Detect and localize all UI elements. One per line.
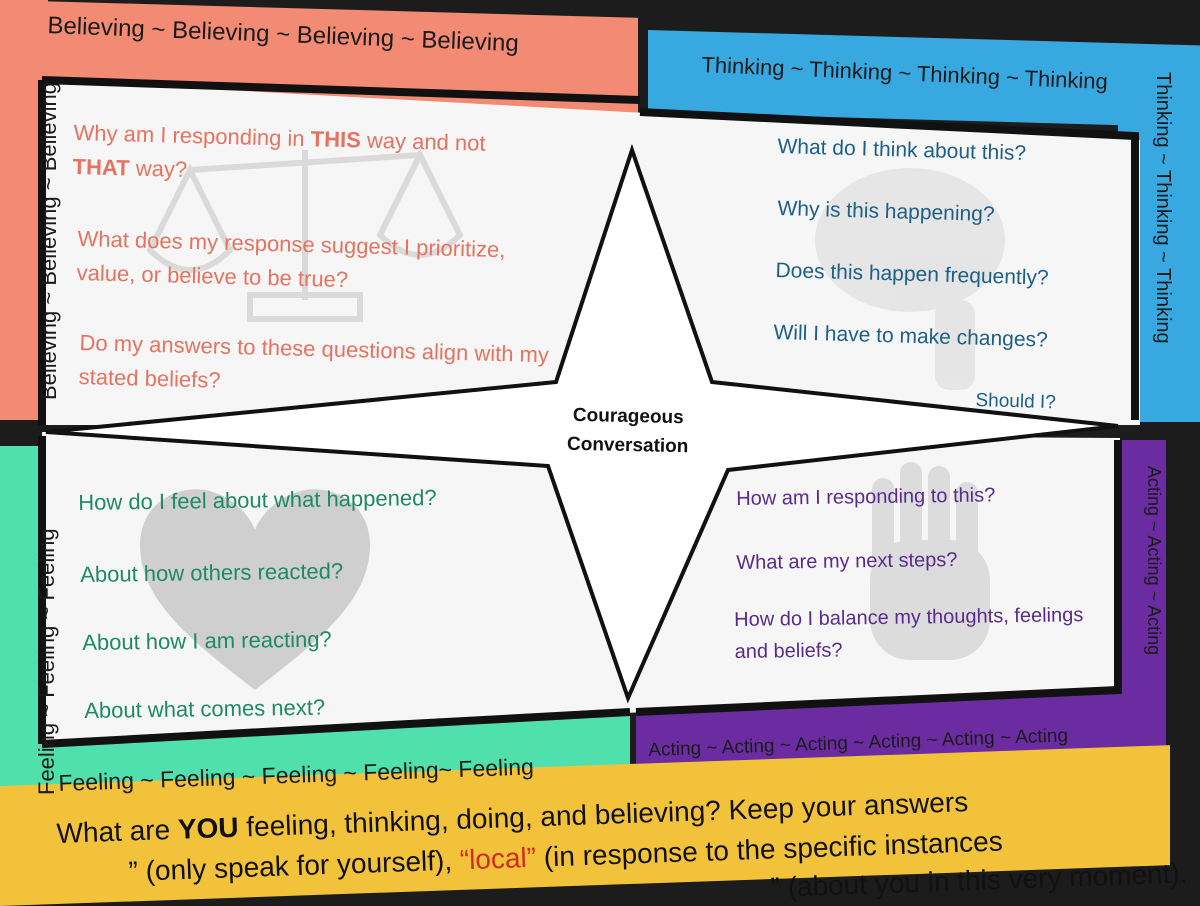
believing-band-side-label: Believing ~ Believing ~ Believing xyxy=(36,82,61,400)
feeling-question-4: About what comes next? xyxy=(84,694,326,723)
heart-icon xyxy=(140,489,370,690)
believing-q1-part-c: way and not xyxy=(360,127,486,156)
feeling-band-side-label: Feeling ~ Feeling ~ Feeling xyxy=(34,528,59,795)
believing-question-1: Why am I responding in THIS way and not … xyxy=(72,116,594,198)
four-point-star-shape xyxy=(45,143,1119,704)
top-panel-background xyxy=(42,80,1140,425)
thinking-band-side-label: Thinking ~ Thinking ~ Thinking xyxy=(1152,72,1174,344)
center-label: Courageous Conversation xyxy=(547,400,708,461)
frame-lines xyxy=(38,76,1139,748)
believing-q1-this: THIS xyxy=(310,126,362,153)
feeling-question-1: How do I feel about what happened? xyxy=(78,484,437,515)
center-label-line-1: Courageous xyxy=(572,404,684,429)
thinking-question-5: Should I? xyxy=(975,389,1057,414)
scales-icon xyxy=(146,148,464,322)
feeling-question-2: About how others reacted? xyxy=(80,558,344,587)
believing-question-2: What does my response suggest I prioriti… xyxy=(76,225,506,293)
center-label-line-2: Conversation xyxy=(566,433,689,458)
acting-question-2: What are my next steps? xyxy=(736,548,958,574)
thinking-question-1: What do I think about this? xyxy=(777,134,1027,165)
feeling-question-3: About how I am reacting? xyxy=(82,626,332,655)
acting-question-3: How do I balance my thoughts, feelings a… xyxy=(734,604,1084,663)
thinking-question-2: Why is this happening? xyxy=(777,196,995,227)
bottom-line-2-local: “local” xyxy=(459,841,537,876)
acting-band-side-label: Acting ~ Acting ~ Acting xyxy=(1144,466,1164,656)
believing-q1-part-e: way? xyxy=(129,155,188,182)
brain-icon xyxy=(815,168,1005,390)
bottom-line-1-part-a: What are xyxy=(56,813,179,849)
bottom-line-1-you: YOU xyxy=(177,811,240,845)
believing-q1-part-a: Why am I responding in xyxy=(73,119,312,152)
believing-q1-that: THAT xyxy=(72,153,131,181)
believing-question-3: Do my answers to these questions align w… xyxy=(78,329,550,393)
hand-icon xyxy=(870,462,990,660)
acting-question-1: How am I responding to this? xyxy=(736,484,996,510)
